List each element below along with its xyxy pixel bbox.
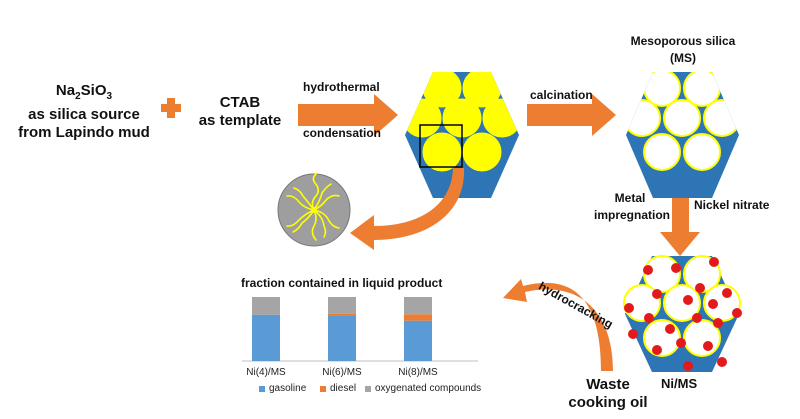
feedstock-line1: Waste xyxy=(586,376,630,393)
filled-pore xyxy=(482,98,519,138)
nickel-particle xyxy=(652,345,662,355)
metal-impregnation-label: Metal impregnation xyxy=(594,190,671,224)
empty-pore xyxy=(663,284,701,322)
empty-pore xyxy=(643,255,681,293)
impregnation-line1: Metal xyxy=(614,191,646,205)
nickel-particle xyxy=(692,313,702,323)
bar-gasoline-1 xyxy=(252,314,280,361)
impregnation-line2: impregnation xyxy=(594,208,671,222)
nickel-particle xyxy=(713,318,723,328)
nickel-particle xyxy=(671,263,681,273)
condensation-label: condensation xyxy=(303,126,382,140)
filled-pore xyxy=(462,132,502,172)
nickel-particle xyxy=(665,324,675,334)
arrow-zoom-micelle xyxy=(350,168,465,250)
bar-diesel-3 xyxy=(404,314,432,321)
hydrothermal-label: hydrothermal xyxy=(303,80,380,94)
category-label-2: Ni(6)/MS xyxy=(322,367,362,378)
arrow-impregnation xyxy=(660,168,700,256)
ni-ms-label: Ni/MS xyxy=(661,376,698,391)
fraction-chart xyxy=(242,297,478,362)
legend-item-1: gasoline xyxy=(259,383,306,394)
ni-ms-hexagon xyxy=(623,255,742,372)
legend-label-2: diesel xyxy=(330,383,357,394)
ms-line2: (MS) xyxy=(670,51,696,65)
legend-swatch-1 xyxy=(259,385,265,392)
nickel-particle xyxy=(628,329,638,339)
nickel-particle xyxy=(643,265,653,275)
nickel-particle xyxy=(624,303,634,313)
waste-cooking-oil-label: Waste cooking oil xyxy=(558,376,658,412)
legend-label-1: gasoline xyxy=(269,383,307,394)
arrow-hydrothermal xyxy=(298,94,398,136)
chart-title: fraction contained in liquid product xyxy=(241,276,443,290)
empty-pore xyxy=(683,133,721,171)
legend-swatch-2 xyxy=(320,385,326,392)
bar-oxygenated-compounds-1 xyxy=(252,297,280,315)
nickel-particle xyxy=(695,283,705,293)
zoom-box xyxy=(419,124,463,168)
nickel-particle xyxy=(709,257,719,267)
nickel-particle xyxy=(683,295,693,305)
plus-icon xyxy=(161,98,181,118)
empty-pore xyxy=(623,284,661,322)
category-label-1: Ni(4)/MS xyxy=(246,367,286,378)
bar-gasoline-3 xyxy=(404,320,432,361)
filled-pore xyxy=(405,98,442,138)
legend-label-3: oxygenated compounds xyxy=(375,383,482,394)
empty-pore xyxy=(626,99,661,137)
nickel-particle xyxy=(717,357,727,367)
nickel-particle xyxy=(722,288,732,298)
ctab-label: CTAB as template xyxy=(190,94,290,130)
silica-source-line2: as silica source xyxy=(28,106,140,123)
arrow-hydrocracking xyxy=(503,279,613,371)
category-label-3: Ni(8)/MS xyxy=(398,367,438,378)
silica-source-label: Na2SiO3 as silica source from Lapindo mu… xyxy=(14,82,154,142)
ctab-line1: CTAB xyxy=(219,94,261,111)
filled-pore xyxy=(422,132,462,172)
bar-oxygenated-compounds-3 xyxy=(404,297,432,315)
empty-pore xyxy=(663,99,701,137)
silica-source-line3: from Lapindo mud xyxy=(18,124,150,141)
nickel-particle xyxy=(652,289,662,299)
ms-line1: Mesoporous silica xyxy=(630,34,736,48)
nickel-particle xyxy=(732,308,742,318)
mesoporous-silica-hexagon xyxy=(626,72,739,198)
bar-oxygenated-compounds-2 xyxy=(328,297,356,314)
bar-gasoline-2 xyxy=(328,315,356,361)
legend-swatch-3 xyxy=(365,385,371,392)
nickel-particle xyxy=(703,341,713,351)
nickel-nitrate-label: Nickel nitrate xyxy=(694,198,770,212)
sodium-silicate-formula: Na2SiO3 xyxy=(55,82,113,102)
legend-item-2: diesel xyxy=(320,383,356,394)
micelle-icon xyxy=(277,172,351,247)
empty-pore xyxy=(643,133,681,171)
nickel-particle xyxy=(644,313,654,323)
nickel-particle xyxy=(676,338,686,348)
empty-pore xyxy=(643,319,681,357)
nickel-particle xyxy=(708,299,718,309)
arrow-calcination xyxy=(527,94,616,136)
legend-item-3: oxygenated compounds xyxy=(365,383,481,394)
feedstock-line2: cooking oil xyxy=(568,394,648,411)
empty-pore xyxy=(703,99,739,137)
mesoporous-silica-label: Mesoporous silica (MS) xyxy=(608,33,758,67)
bar-diesel-2 xyxy=(328,313,356,316)
calcination-label: calcination xyxy=(530,88,593,102)
ctab-line2: as template xyxy=(198,112,282,129)
nickel-particle xyxy=(683,361,693,371)
